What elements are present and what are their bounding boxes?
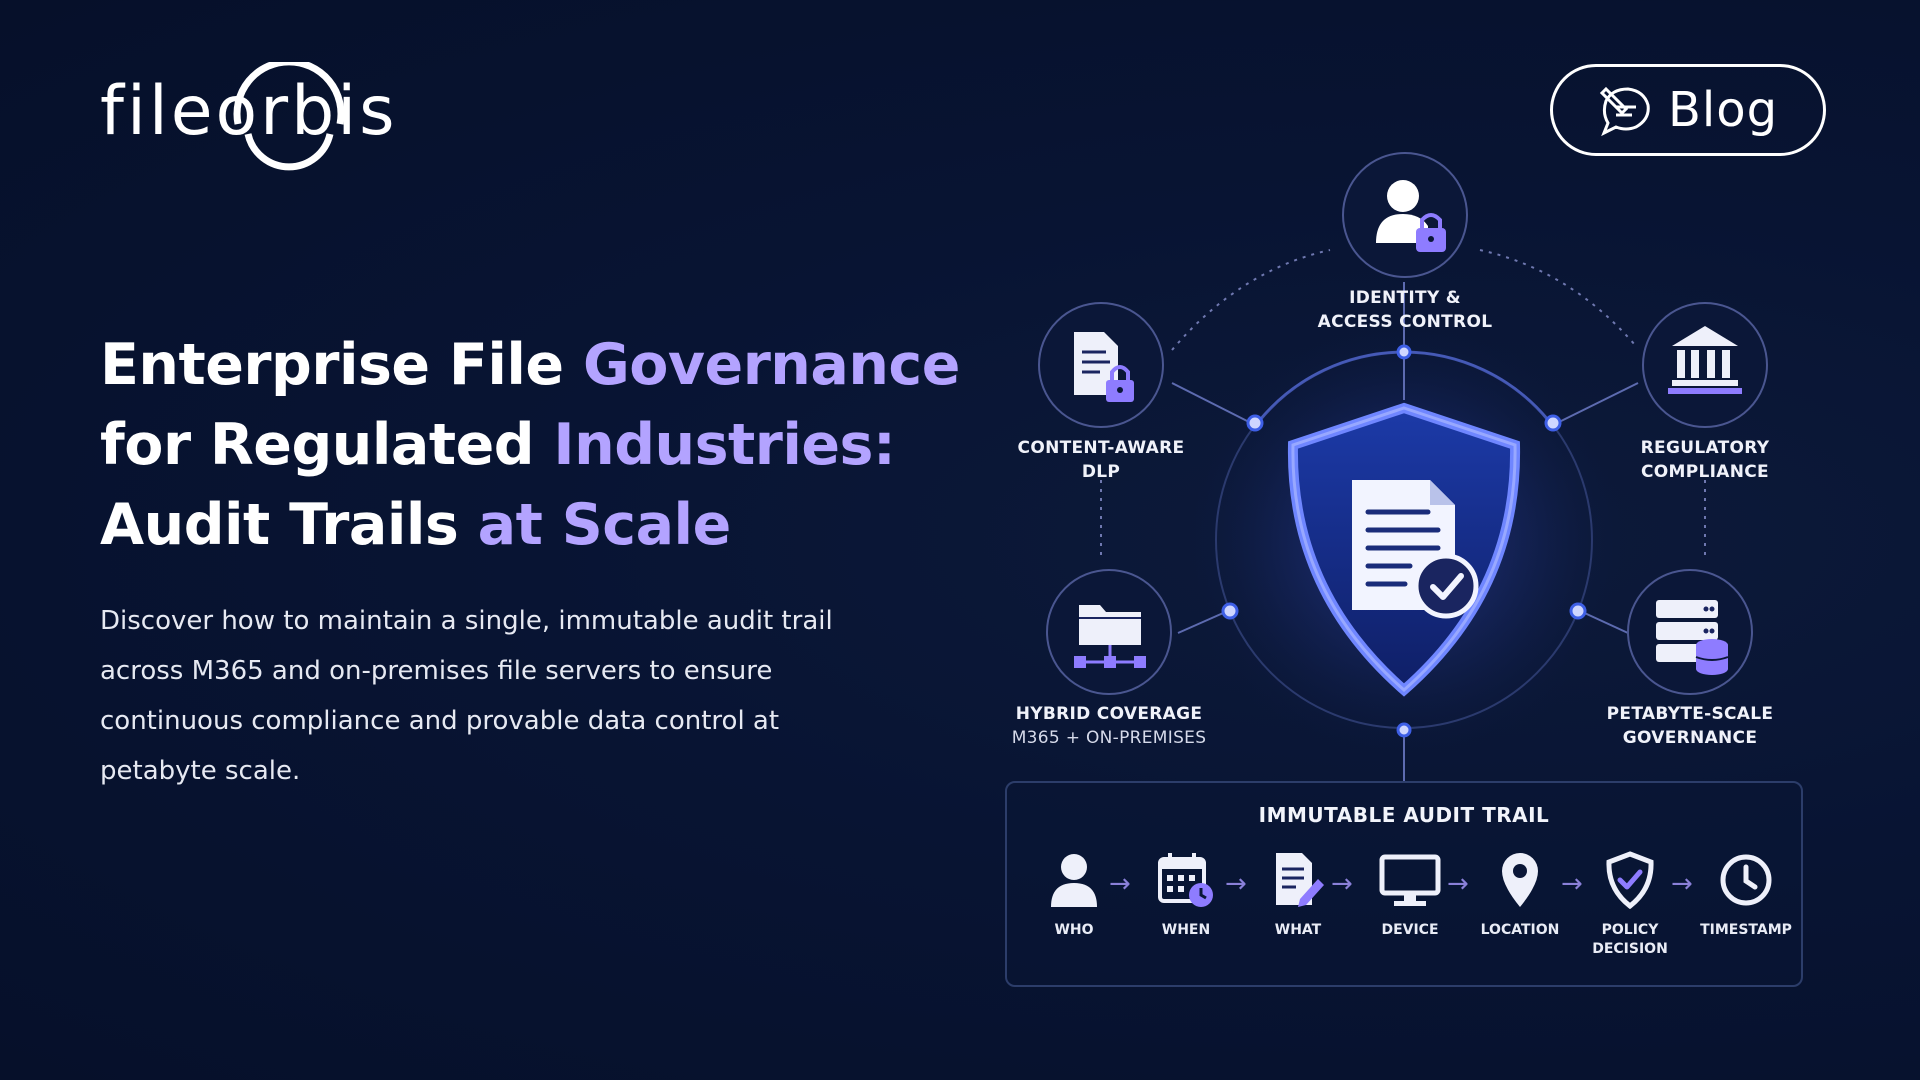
- node-regulatory-label: REGULATORY COMPLIANCE: [1640, 438, 1770, 482]
- node-circle-petabyte: [1627, 569, 1753, 695]
- map-pin-icon: [1502, 853, 1538, 907]
- node-circle-hybrid: [1046, 569, 1172, 695]
- audit-step-label: TIMESTAMP: [1700, 922, 1792, 938]
- title-line2-b: Industries:: [553, 412, 896, 478]
- audit-step-label: DEVICE: [1381, 922, 1439, 938]
- outer-ring: [1215, 351, 1593, 729]
- title-line1-b: Governance: [582, 332, 960, 398]
- connector-dot: [1396, 722, 1412, 738]
- audit-step-policy-decision: POLICY DECISION: [1575, 851, 1685, 959]
- description: Discover how to maintain a single, immut…: [100, 606, 833, 786]
- audit-trail-panel: IMMUTABLE AUDIT TRAIL WHO → WHEN → WHAT …: [1005, 781, 1803, 987]
- audit-step-label: WHO: [1054, 922, 1094, 938]
- connector-dot: [1544, 414, 1562, 432]
- title-line2-a: for Regulated: [100, 412, 554, 478]
- node-circle-regulatory: [1642, 302, 1768, 428]
- connector-dot: [1221, 602, 1239, 620]
- connector-dot: [1246, 414, 1264, 432]
- monitor-icon: [1379, 854, 1441, 906]
- blog-button-label: Blog: [1667, 82, 1779, 138]
- connector-dot: [1396, 344, 1412, 360]
- user-lock-icon: [1376, 180, 1446, 252]
- arrow-right-icon: →: [1225, 869, 1247, 899]
- audit-step-label: WHEN: [1161, 922, 1211, 938]
- page-title: Enterprise File Governance for Regulated…: [100, 325, 960, 565]
- folder-network-icon: [1074, 605, 1146, 668]
- institution-icon: [1668, 326, 1742, 394]
- arrow-right-icon: →: [1447, 869, 1469, 899]
- audit-step-label: POLICY DECISION: [1592, 922, 1668, 957]
- node-dlp-label: CONTENT-AWARE DLP: [1017, 438, 1185, 482]
- document-lock-icon: [1074, 332, 1134, 402]
- shield-document-check-icon: [1287, 402, 1521, 697]
- audit-trail-title: IMMUTABLE AUDIT TRAIL: [1258, 803, 1550, 827]
- arrow-right-icon: →: [1671, 869, 1693, 899]
- audit-step-location: LOCATION: [1465, 851, 1575, 940]
- arrow-right-icon: →: [1561, 869, 1583, 899]
- document-edit-icon: [1276, 853, 1324, 907]
- audit-step-timestamp: TIMESTAMP: [1691, 851, 1801, 940]
- node-circle-identity: [1342, 152, 1468, 278]
- audit-step-device: DEVICE: [1355, 851, 1465, 940]
- calendar-clock-icon: [1158, 853, 1213, 907]
- blog-button[interactable]: Blog: [1550, 64, 1826, 156]
- shield-check-icon: [1606, 851, 1654, 909]
- title-line1-a: Enterprise File: [100, 332, 583, 398]
- title-line3-a: Audit Trails: [100, 492, 478, 558]
- audit-step-when: WHEN: [1131, 851, 1241, 940]
- audit-step-label: WHAT: [1274, 922, 1322, 938]
- chat-edit-icon: [1599, 86, 1650, 137]
- logo-orbit-icon: [233, 62, 345, 171]
- title-line3-b: at Scale: [477, 492, 732, 558]
- arrow-right-icon: →: [1331, 869, 1353, 899]
- arrow-right-icon: →: [1109, 869, 1131, 899]
- node-identity-label: IDENTITY & ACCESS CONTROL: [1317, 288, 1493, 332]
- clock-icon: [1720, 854, 1772, 906]
- brand-logo[interactable]: fileorbis: [100, 62, 398, 172]
- user-icon: [1051, 854, 1097, 907]
- node-hybrid-label: HYBRID COVERAGE M365 + ON-PREMISES: [1011, 704, 1207, 748]
- node-circle-dlp: [1038, 302, 1164, 428]
- audit-step-label: LOCATION: [1480, 922, 1560, 938]
- audit-step-who: WHO: [1019, 851, 1129, 940]
- server-database-icon: [1656, 600, 1729, 675]
- connector-dot: [1569, 602, 1587, 620]
- audit-step-what: WHAT: [1243, 851, 1353, 940]
- node-petabyte-label: PETABYTE-SCALE GOVERNANCE: [1606, 704, 1774, 748]
